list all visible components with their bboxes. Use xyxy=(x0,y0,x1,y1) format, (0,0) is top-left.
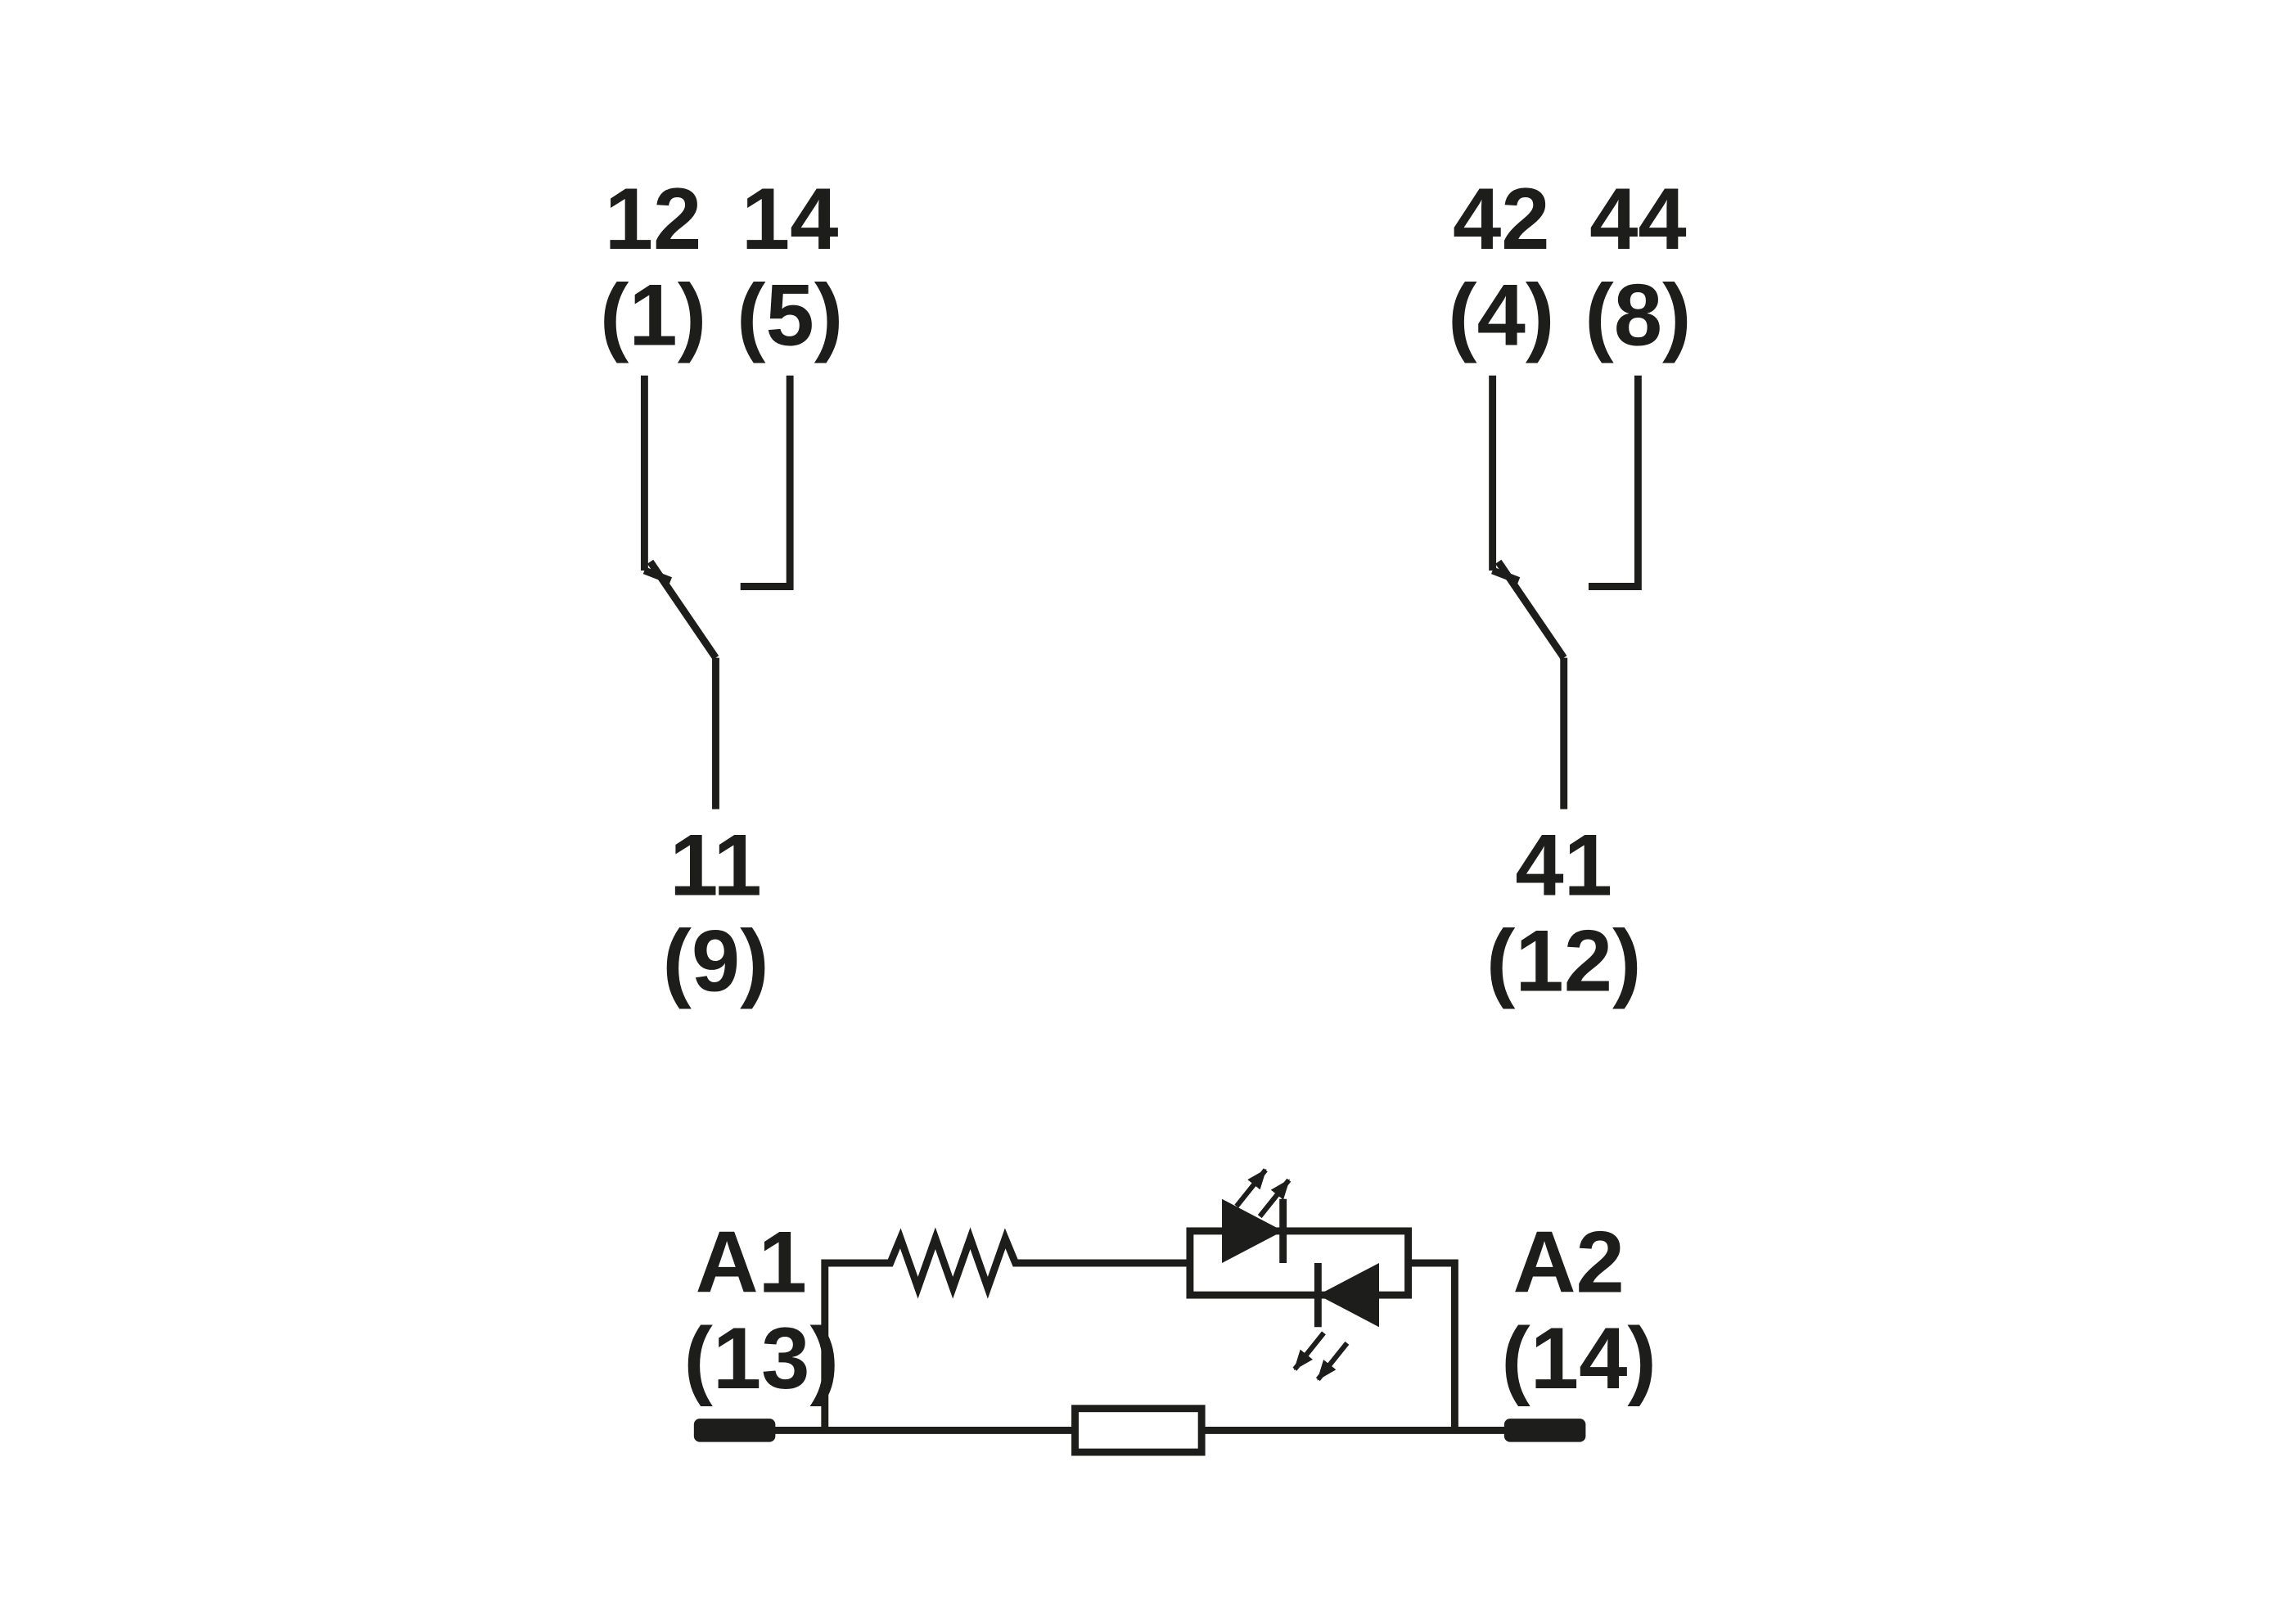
led-reverse-emission-arrow xyxy=(1315,1341,1350,1382)
switch-arm xyxy=(647,559,719,661)
right-branch-wire xyxy=(1408,1259,1458,1431)
led-forward-emission-arrow xyxy=(1234,1168,1268,1208)
label-contact-right-nc: 42 xyxy=(1453,169,1550,268)
coil-icon xyxy=(1071,1405,1206,1456)
coil-circuit: A1 (13) A2 (14) xyxy=(683,1168,1657,1456)
terminal-pad-a2 xyxy=(1503,1419,1586,1442)
led-forward-emission-arrow xyxy=(1257,1178,1292,1219)
label-contact-left-nc: 12 xyxy=(605,169,702,268)
led-reverse-icon xyxy=(1318,1263,1379,1328)
label-contact-right-no-alt: (8) xyxy=(1585,265,1691,363)
label-contact-left-common: 11 xyxy=(669,815,762,914)
label-contact-right-no: 44 xyxy=(1589,169,1687,268)
label-terminal-a1: A1 xyxy=(696,1213,807,1311)
label-contact-right-nc-alt: (4) xyxy=(1448,265,1554,363)
led-reverse-emission-arrow xyxy=(1292,1331,1326,1371)
label-terminal-a1-alt: (13) xyxy=(683,1309,839,1407)
contact-group-right: 42 44 (4) (8) 41 (12) xyxy=(1448,169,1691,1009)
led-forward-icon xyxy=(1222,1198,1283,1264)
label-contact-right-common-alt: (12) xyxy=(1486,912,1642,1010)
contact-group-left: 12 14 (1) (5) 11 (9) xyxy=(600,169,843,1009)
switch-arm xyxy=(1495,559,1567,661)
label-terminal-a2-alt: (14) xyxy=(1501,1309,1657,1407)
label-contact-left-no-alt: (5) xyxy=(737,265,843,363)
resistor-branch-wire xyxy=(821,1227,1190,1431)
label-terminal-a2: A2 xyxy=(1513,1213,1625,1311)
label-contact-left-common-alt: (9) xyxy=(662,912,769,1010)
label-contact-right-common: 41 xyxy=(1515,815,1612,914)
label-contact-left-no: 14 xyxy=(742,169,839,268)
no-terminal-line xyxy=(740,375,794,590)
terminal-pad-a1 xyxy=(693,1419,776,1442)
no-terminal-line xyxy=(1588,375,1642,590)
label-contact-left-nc-alt: (1) xyxy=(600,265,706,363)
